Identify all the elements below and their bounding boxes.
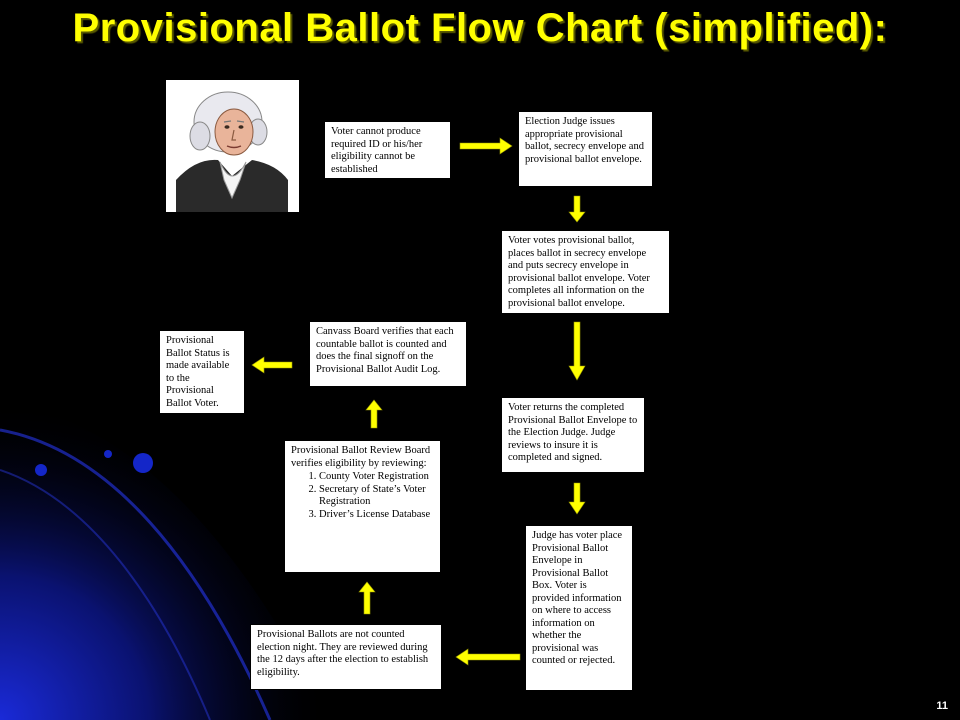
step-canvass-board: Canvass Board verifies that each countab…	[309, 321, 467, 387]
step-ballot-box: Judge has voter place Provisional Ballot…	[525, 525, 633, 691]
step-voter-votes: Voter votes provisional ballot, places b…	[501, 230, 670, 314]
step-voter-returns-envelope: Voter returns the completed Provisional …	[501, 397, 645, 473]
step-review-board: Provisional Ballot Review Board verifies…	[284, 440, 441, 573]
george-washington-portrait-icon	[176, 91, 288, 212]
review-board-intro: Provisional Ballot Review Board verifies…	[291, 445, 431, 469]
blue-dot	[35, 464, 47, 476]
step-not-counted-election-night: Provisional Ballots are not counted elec…	[250, 624, 442, 690]
blue-dot	[104, 450, 112, 458]
step-cannot-verify-id: Voter cannot produce required ID or his/…	[324, 121, 451, 179]
step-status-available: Provisional Ballot Status is made availa…	[159, 330, 245, 414]
review-item: Driver’s License Database	[319, 509, 434, 522]
review-item: Secretary of State’s Voter Registration	[319, 484, 434, 509]
blue-dot	[133, 453, 153, 473]
review-item: County Voter Registration	[319, 471, 434, 484]
page-title: Provisional Ballot Flow Chart (simplifie…	[72, 6, 888, 50]
step-judge-issues-ballot: Election Judge issues appropriate provis…	[518, 111, 653, 187]
portrait-frame	[165, 79, 300, 213]
page-number: 11	[936, 700, 948, 712]
review-board-list: County Voter Registration Secretary of S…	[291, 471, 434, 521]
